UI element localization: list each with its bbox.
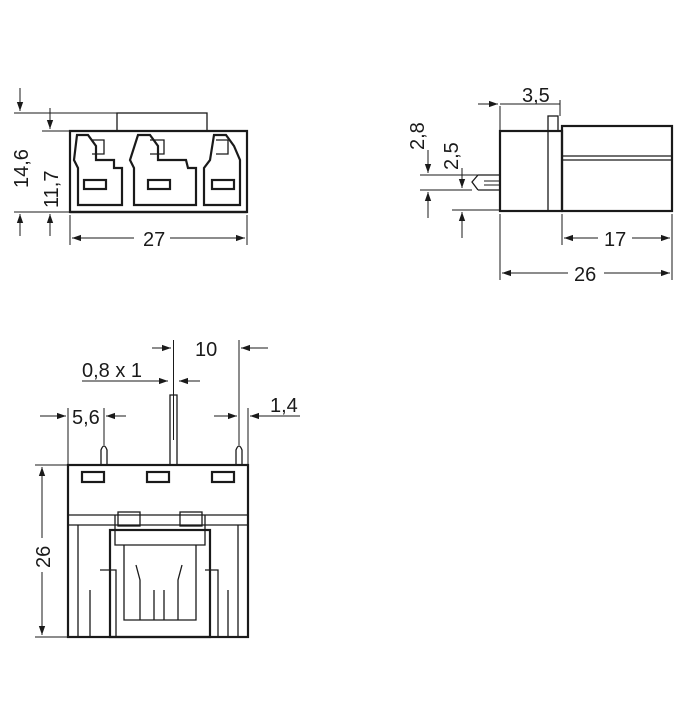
bottom-inner-block <box>108 528 212 639</box>
side-pin <box>471 174 500 191</box>
dim-pin-0-8x1: 0,8 x 1 <box>82 360 142 382</box>
dim-pin-2-8: 2,8 <box>407 122 429 150</box>
dim-offset-3-5: 3,5 <box>522 85 550 107</box>
bottom-view: 26 10 0,8 x 1 5,6 1,4 <box>33 339 300 639</box>
dim-pin-2-5: 2,5 <box>441 142 463 170</box>
bottom-slot-1 <box>80 470 106 484</box>
dim-edge-5-6: 5,6 <box>72 407 100 429</box>
dim-depth-26: 26 <box>574 264 596 286</box>
side-body-rear <box>560 124 674 213</box>
bottom-slot-3 <box>210 470 236 484</box>
dim-pin-edge-1-4: 1,4 <box>270 395 298 417</box>
bottom-slot-2 <box>145 470 171 484</box>
dim-depth-17: 17 <box>604 229 626 251</box>
side-body-front <box>498 129 564 213</box>
dim-pitch-10: 10 <box>195 339 217 361</box>
front-contact-3 <box>202 133 242 207</box>
dim-height-14-6: 14,6 <box>11 149 33 188</box>
front-body <box>68 129 249 214</box>
front-contact-2 <box>128 133 198 207</box>
dim-height-11-7: 11,7 <box>41 171 63 208</box>
dim-width-27: 27 <box>143 229 165 251</box>
front-contact-1 <box>72 133 124 207</box>
front-view: 27 14,6 11,7 <box>11 88 249 251</box>
front-top-bar <box>116 112 208 132</box>
bottom-pins <box>100 394 243 465</box>
side-view: 3,5 2,8 2,5 17 26 <box>407 85 674 286</box>
bottom-body <box>66 463 250 639</box>
dim-height-26: 26 <box>33 546 55 568</box>
